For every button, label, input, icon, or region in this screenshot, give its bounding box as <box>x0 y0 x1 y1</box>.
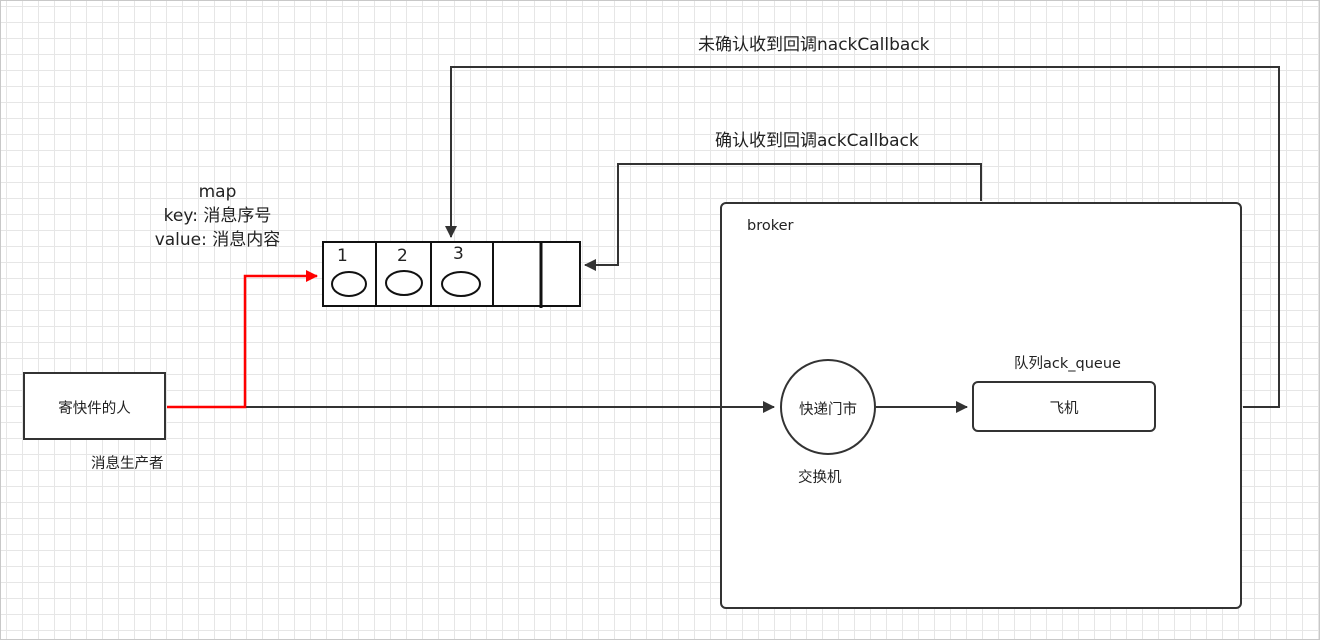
nack-callback-label: 未确认收到回调nackCallback <box>698 35 930 55</box>
map-title: map <box>198 182 237 202</box>
producer-caption: 消息生产者 <box>91 456 164 472</box>
producer-box <box>23 372 166 440</box>
message-oval <box>331 271 367 297</box>
message-oval <box>441 271 481 297</box>
ack-callback-label: 确认收到回调ackCallback <box>715 131 919 151</box>
map-value-label: value: 消息内容 <box>154 230 281 250</box>
exchange-node-label: 快递门市 <box>799 402 857 418</box>
map-description: map key: 消息序号 value: 消息内容 <box>120 180 315 252</box>
message-oval <box>385 270 423 296</box>
queue-box-label: 飞机 <box>1049 401 1079 417</box>
map-slot-number: 1 <box>337 246 348 266</box>
nack-callback-arrow <box>445 66 1280 408</box>
exchange-caption: 交换机 <box>798 470 842 486</box>
store-message-arrow <box>167 270 318 409</box>
broker-label: broker <box>747 218 794 234</box>
map-key-label: key: 消息序号 <box>163 206 272 226</box>
queue-box <box>972 381 1156 432</box>
map-array <box>322 241 581 308</box>
map-slot-number: 2 <box>397 246 408 266</box>
producer-box-label: 寄快件的人 <box>58 401 131 417</box>
exchange-node <box>780 359 876 455</box>
queue-name-label: 队列ack_queue <box>1014 356 1121 372</box>
ack-callback-arrow <box>584 163 982 271</box>
map-slot-number: 3 <box>453 244 464 264</box>
